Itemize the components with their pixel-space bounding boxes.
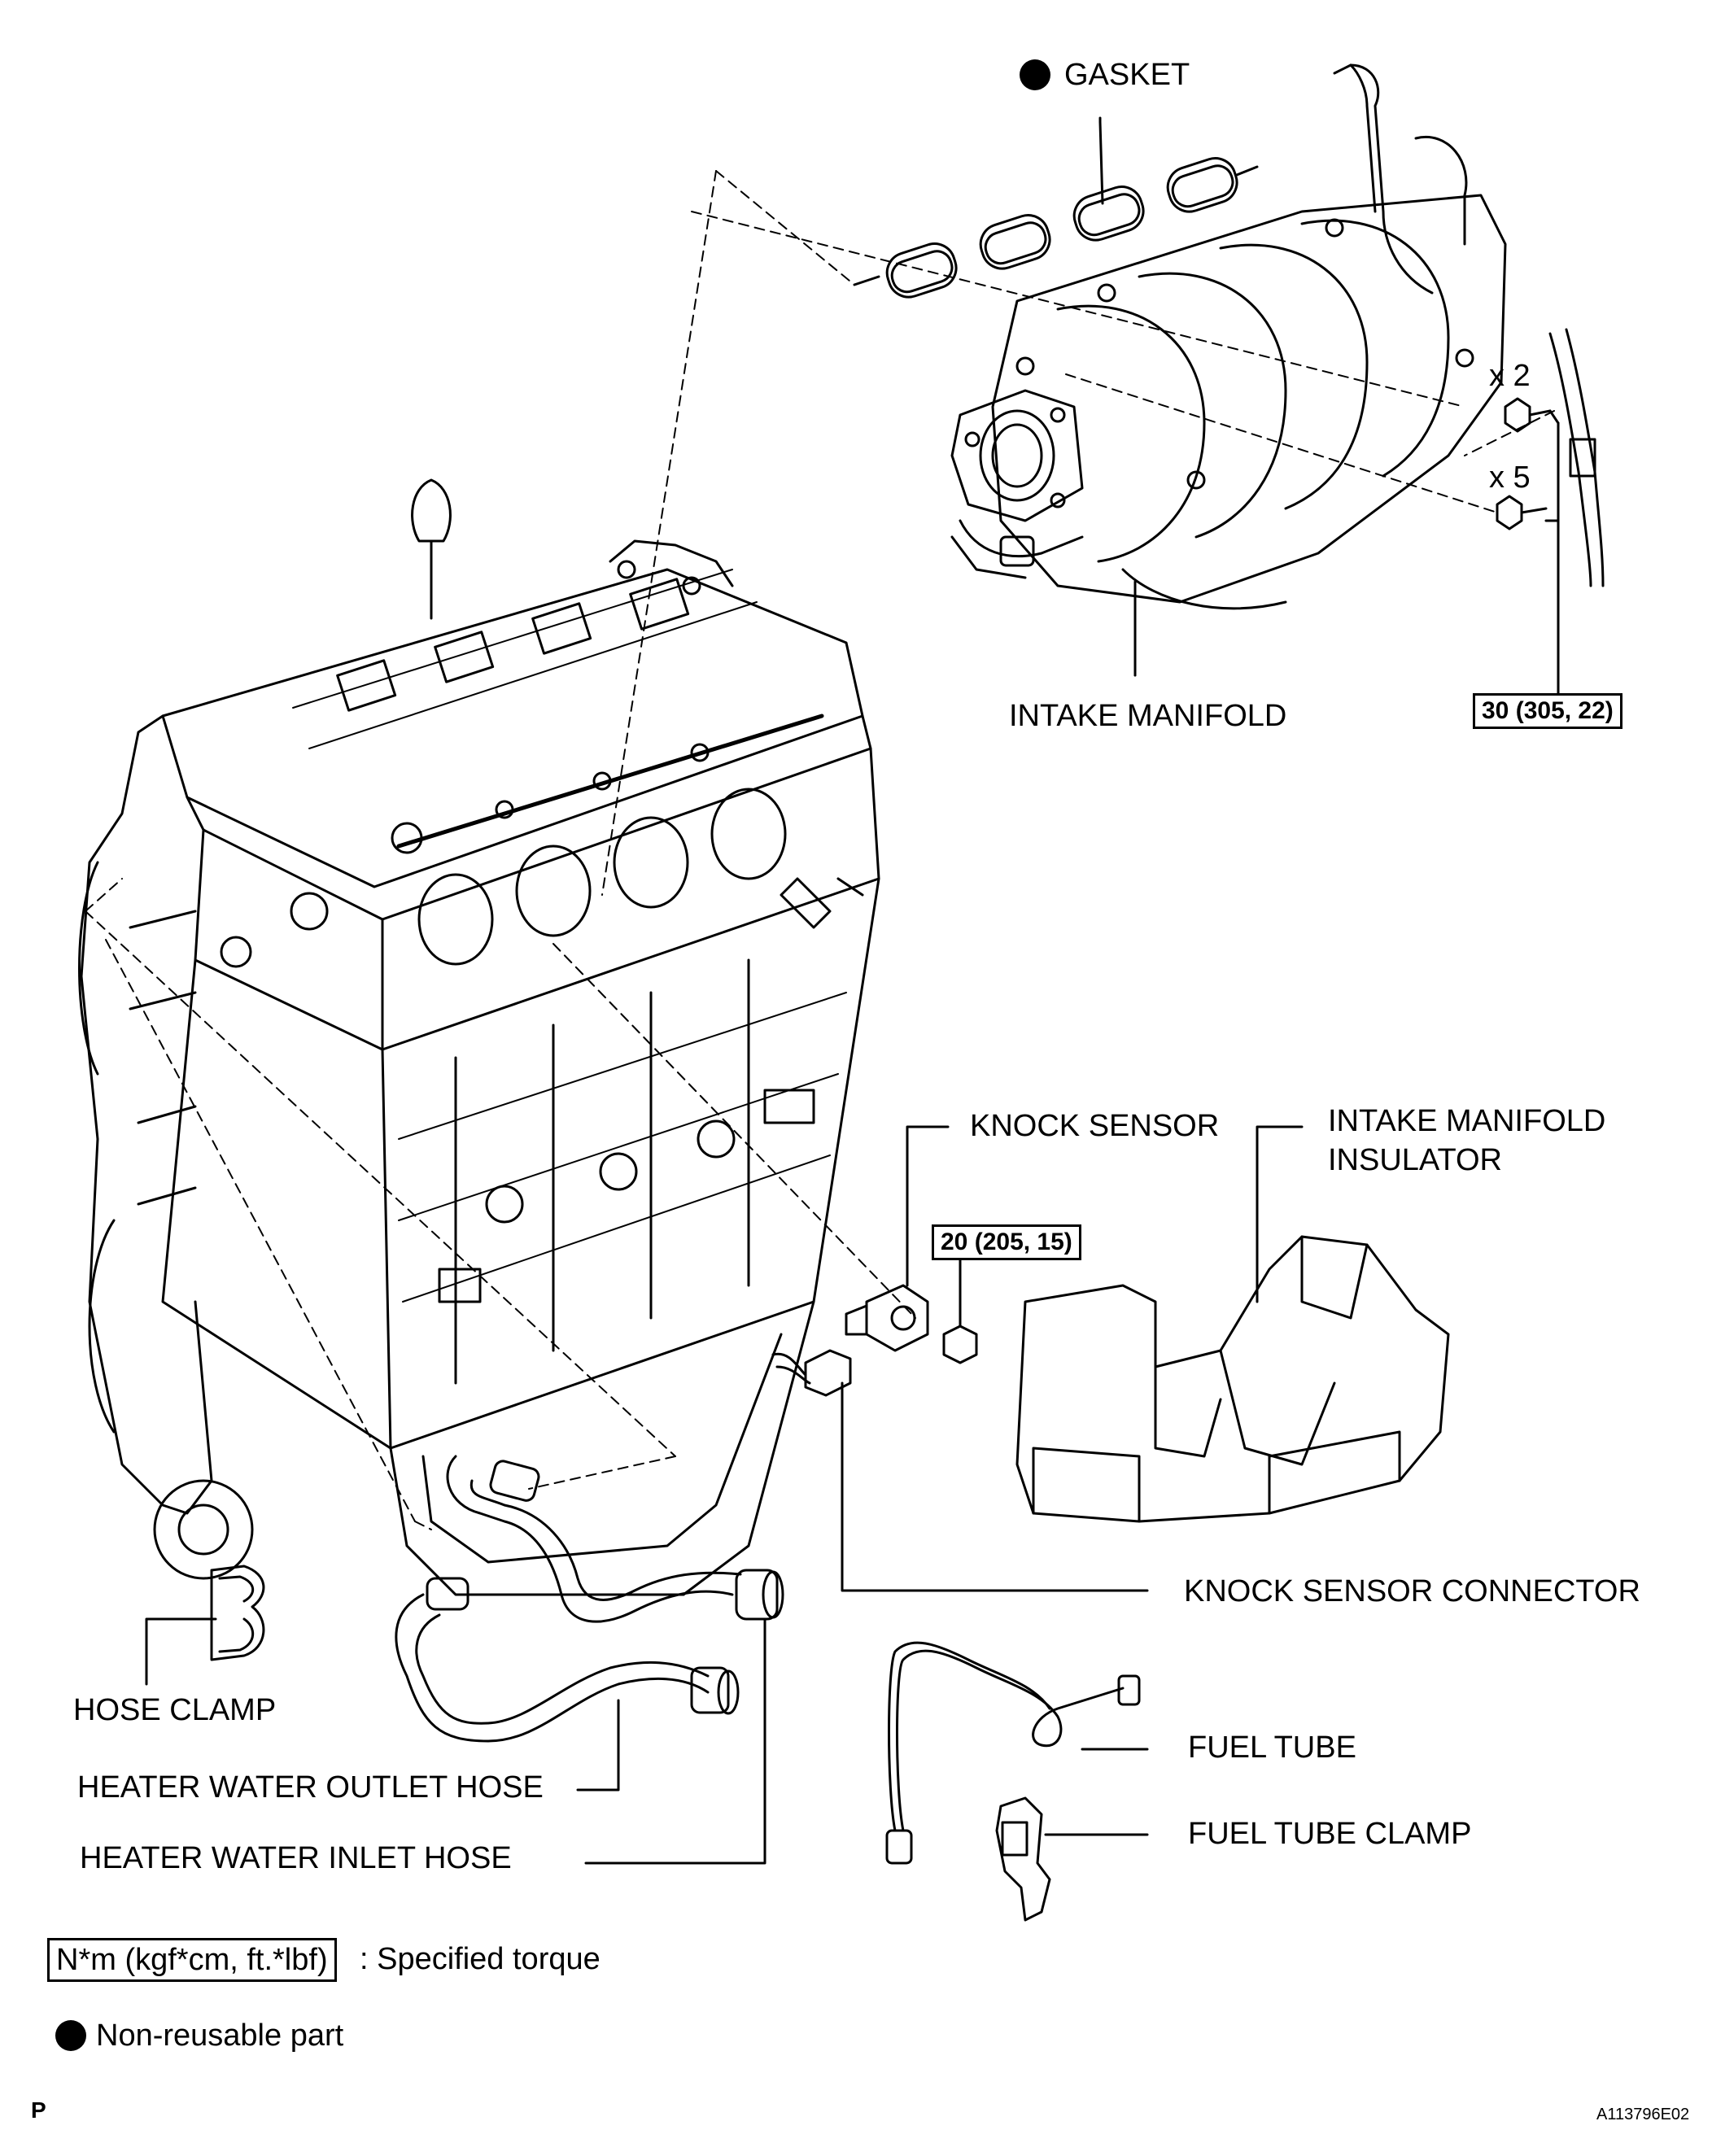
hose-clamp-part [145, 1565, 265, 1686]
legend-torque-unit: N*m (kgf*cm, ft.*lbf) [47, 1938, 337, 1982]
label-heater-inlet-hose: HEATER WATER INLET HOSE [80, 1841, 512, 1875]
engine-assembly [78, 478, 880, 1596]
knock-sensor-connector-part [771, 1349, 1149, 1592]
heater-hoses [395, 1455, 784, 1865]
leader-lines [1133, 674, 1560, 695]
label-fuel-tube: FUEL TUBE [1188, 1730, 1356, 1765]
label-hose-clamp: HOSE CLAMP [73, 1693, 277, 1727]
label-x5: x 5 [1489, 460, 1531, 495]
label-gasket: GASKET [1064, 58, 1190, 92]
gasket-part [853, 116, 1259, 299]
page-mark: P [31, 2097, 46, 2123]
label-fuel-tube-clamp: FUEL TUBE CLAMP [1188, 1817, 1472, 1851]
label-x2: x 2 [1489, 359, 1531, 393]
fuel-tube-clamp-part [995, 1796, 1149, 1922]
manifold-bolts [1496, 328, 1605, 693]
label-knock-sensor: KNOCK SENSOR [970, 1109, 1220, 1143]
torque-spec-knock-sensor: 20 (205, 15) [932, 1224, 1081, 1260]
label-insulator-line1: INTAKE MANIFOLD [1328, 1104, 1606, 1138]
knock-sensor-part [845, 1125, 978, 1364]
label-insulator-line2: INSULATOR [1328, 1143, 1502, 1177]
legend-nonreusable-desc: Non-reusable part [96, 2019, 344, 2053]
intake-manifold-part [950, 63, 1507, 677]
fuel-tube-part [885, 1641, 1149, 1865]
legend-nonreusable-icon [55, 2020, 86, 2051]
alignment-lines [85, 170, 1555, 1530]
legend-torque-desc: : Specified torque [360, 1942, 601, 1976]
label-intake-manifold: INTAKE MANIFOLD [1009, 699, 1287, 733]
label-knock-sensor-connector: KNOCK SENSOR CONNECTOR [1184, 1574, 1640, 1608]
torque-spec-manifold: 30 (305, 22) [1473, 693, 1622, 729]
figure-id: A113796E02 [1596, 2106, 1690, 2123]
nonreusable-marker-icon [1020, 59, 1050, 90]
insulator-part [1015, 1125, 1450, 1523]
label-heater-outlet-hose: HEATER WATER OUTLET HOSE [77, 1770, 544, 1805]
